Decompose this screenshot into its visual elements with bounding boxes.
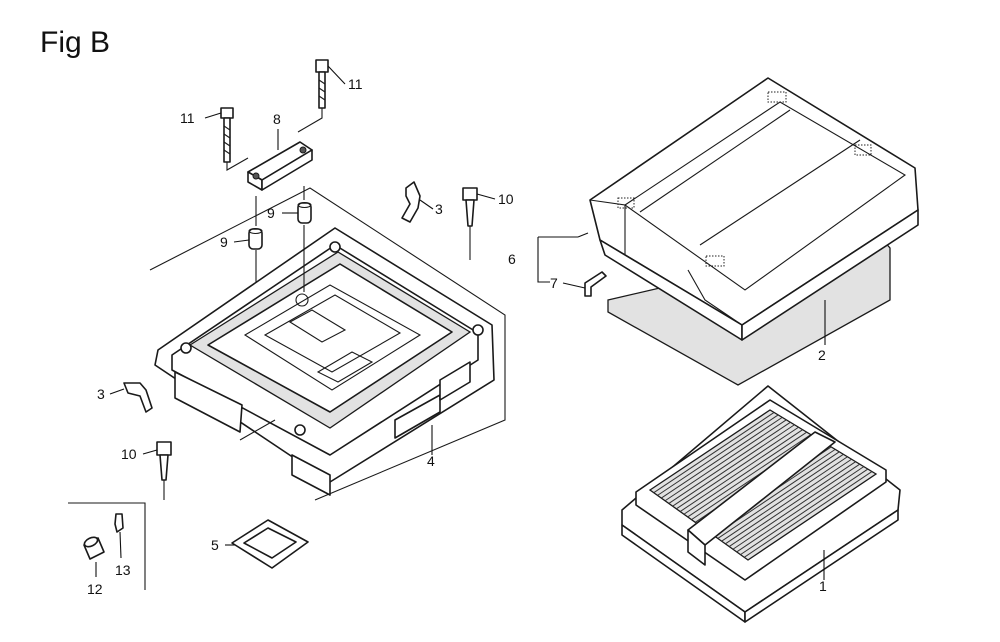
filter-pleat-line [732,463,860,550]
small-clip [114,513,124,533]
label-ref-3-lower: 3 [97,386,105,402]
hex-pin [584,271,607,297]
label-ref-10-lower: 10 [121,446,137,462]
inset-bracket-box [68,502,146,590]
air-cleaner-case [149,187,506,501]
filter-pleat-line [736,466,865,553]
label-ref-12: 12 [87,581,103,597]
screw-lower [156,441,172,500]
filter-pleat-line [740,468,869,556]
clip-upper [401,181,421,223]
filter-pleat-line [661,416,783,499]
filter-pleat-line [664,419,787,502]
filter-pleat-line [687,434,812,518]
filter-pleat-line [728,461,856,547]
label-ref-1: 1 [819,578,827,594]
collar-upper [297,201,312,224]
label-ref-3-upper: 3 [435,201,443,217]
air-cleaner-cover [589,77,919,386]
label-ref-5: 5 [211,537,219,553]
label-ref-10-upper: 10 [498,191,514,207]
gasket [231,519,309,569]
label-ref-13: 13 [115,562,131,578]
grommet [83,536,105,560]
label-ref-4: 4 [427,453,435,469]
bolt-left [220,107,234,163]
leader-lines [95,65,826,580]
filter-pleat-line [668,421,791,504]
bracket [247,141,313,191]
reference-labels: 1 2 3 3 4 5 6 7 8 9 9 10 10 11 11 12 13 [87,76,827,597]
collar-lower [248,227,263,250]
filter-pleat-line [672,424,795,507]
label-ref-6: 6 [508,251,516,267]
filter-pleat-line [653,412,775,494]
label-ref-9-lower: 9 [220,234,228,250]
label-ref-11-left: 11 [180,110,195,126]
air-filter-element [621,385,901,623]
filter-pleat-line [721,456,848,542]
clip-lower [123,382,153,413]
label-ref-11-right: 11 [348,76,363,92]
filter-pleat-line [683,431,807,515]
filter-pleat-line [743,471,873,558]
filter-pleat-line [717,453,844,539]
figure-title: Fig B [40,26,110,59]
filter-pleat-line [657,414,779,496]
label-ref-9-upper: 9 [267,205,275,221]
label-ref-7: 7 [550,275,558,291]
filter-pleat-line [679,429,803,512]
screw-upper [462,187,478,260]
label-ref-2: 2 [818,347,826,363]
filter-pleat-line [725,458,852,545]
label-ref-8: 8 [273,111,281,127]
filter-pleat-line [676,426,799,510]
bolt-right [315,59,329,109]
